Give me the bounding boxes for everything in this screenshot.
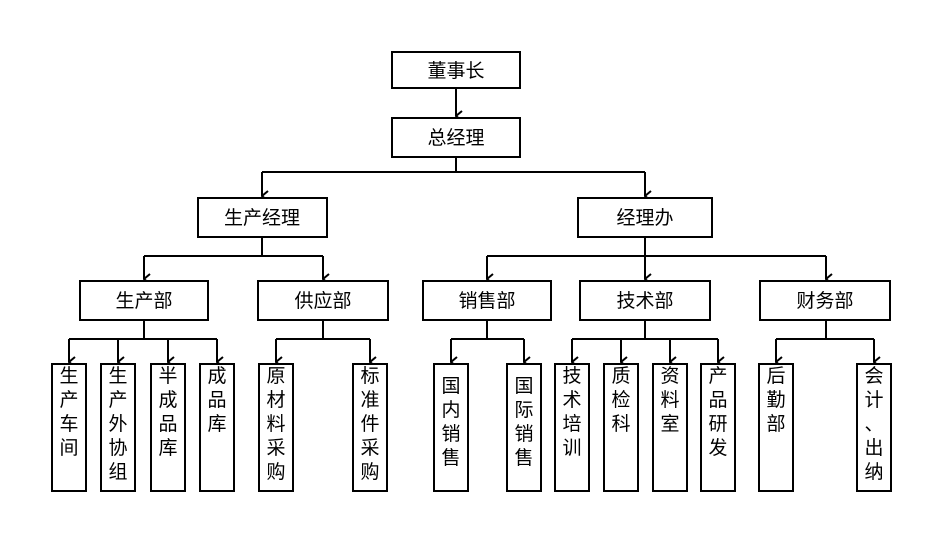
node-supply-dept-label: 供应部 [294,290,351,312]
connector-finance-split [776,320,874,340]
node-finance-dept: 财务部 [759,280,891,321]
node-semi-finished-warehouse: 半成品库 [150,363,186,492]
node-production-dept-label: 生产部 [115,290,172,312]
node-finance-dept-label: 财务部 [796,290,853,312]
node-data-room: 资料室 [652,363,688,492]
node-chairman-label: 董事长 [427,60,484,82]
node-sales-dept-label: 销售部 [458,290,515,312]
node-workshop: 生产车间 [51,363,87,492]
node-data-room-label: 资料室 [660,365,679,435]
node-chairman: 董事长 [391,51,521,89]
node-quality-inspection: 质检科 [603,363,639,492]
node-accounting-cashier: 会计、出纳 [856,363,892,492]
node-tech-training-label: 技术培训 [562,365,581,459]
node-finished-warehouse: 成品库 [199,363,235,492]
node-logistics: 后勤部 [758,363,794,492]
connector-prod-split [69,320,217,340]
node-production-manager: 生产经理 [197,197,328,238]
node-raw-material-purchasing: 原材料采购 [258,363,294,492]
connector-pm-split [144,237,323,257]
node-international-sales-label: 国际销售 [514,375,533,469]
node-raw-material-purchasing-label: 原材料采购 [266,365,285,483]
node-quality-inspection-label: 质检科 [611,365,630,435]
node-general-manager-label: 总经理 [427,127,484,149]
node-semi-finished-warehouse-label: 半成品库 [158,365,177,459]
node-logistics-label: 后勤部 [766,365,785,435]
node-supply-dept: 供应部 [257,280,389,321]
connector-gm-split [262,157,645,173]
connector-supply-split [276,320,370,340]
node-domestic-sales: 国内销售 [433,363,469,492]
node-domestic-sales-label: 国内销售 [441,375,460,469]
node-general-manager: 总经理 [391,117,521,158]
node-standard-parts-purchasing-label: 标准件采购 [360,365,379,483]
connectors [68,88,874,362]
node-international-sales: 国际销售 [506,363,542,492]
node-outsourcing-group: 生产外协组 [100,363,136,492]
node-tech-dept-label: 技术部 [616,290,673,312]
connector-mo-split [487,237,826,257]
node-sales-dept: 销售部 [422,280,552,321]
node-outsourcing-group-label: 生产外协组 [108,365,127,483]
node-product-rd-label: 产品研发 [708,365,727,459]
node-production-manager-label: 生产经理 [224,207,300,229]
node-workshop-label: 生产车间 [59,365,78,459]
connector-tech-split [572,320,718,340]
node-manager-office-label: 经理办 [616,207,673,229]
node-product-rd: 产品研发 [700,363,736,492]
node-manager-office: 经理办 [577,197,713,238]
node-finished-warehouse-label: 成品库 [207,365,226,435]
node-standard-parts-purchasing: 标准件采购 [352,363,388,492]
node-tech-dept: 技术部 [579,280,711,321]
node-accounting-cashier-label: 会计、出纳 [864,365,883,483]
connector-sales-split [451,320,524,340]
node-production-dept: 生产部 [79,280,209,321]
node-tech-training: 技术培训 [554,363,590,492]
